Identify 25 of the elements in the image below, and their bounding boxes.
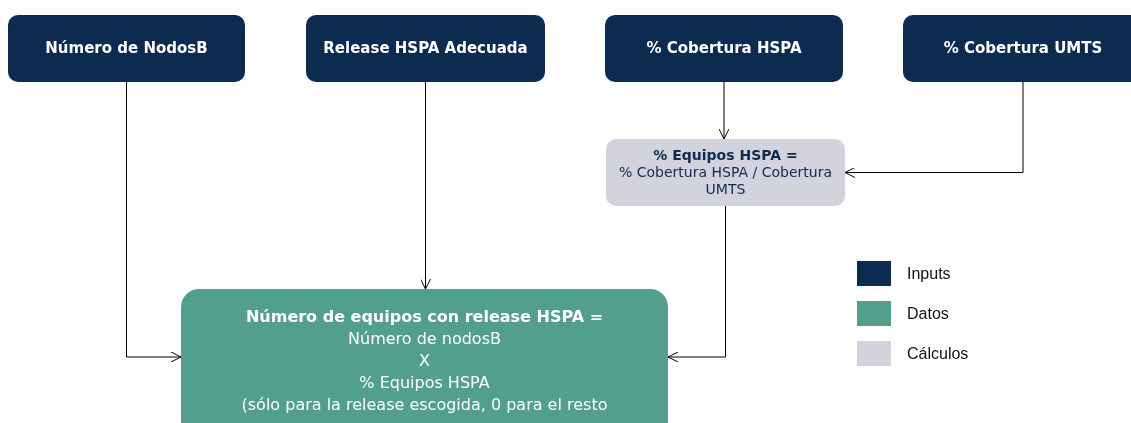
box-title: Número de equipos con release HSPA = <box>245 306 604 328</box>
calculation-box <box>606 139 845 206</box>
input-box <box>306 15 545 82</box>
input-box <box>903 15 1131 82</box>
input-box <box>605 15 843 82</box>
arrow <box>667 205 726 363</box>
box-title: % Cobertura UMTS <box>943 39 1103 58</box>
arrow <box>126 81 182 363</box>
arrow <box>844 81 1024 178</box>
input-box <box>8 15 245 82</box>
box-title: % Equipos HSPA = <box>653 147 798 164</box>
legend-label: Cálculos <box>907 343 969 364</box>
box-text: X <box>419 350 430 372</box>
box-title: Release HSPA Adecuada <box>323 39 528 58</box>
legend-label: Inputs <box>907 263 951 284</box>
box-text: % Equipos HSPA <box>359 372 490 394</box>
box-title: % Cobertura HSPA <box>646 39 802 58</box>
box-title: Número de NodosB <box>45 39 208 58</box>
box-text: Número de nodosB <box>348 328 501 350</box>
box-text: (sólo para la release escogida, 0 para el resto <box>241 394 608 416</box>
arrow <box>718 81 730 140</box>
box-text: % Cobertura HSPA / Cobertura UMTS <box>618 164 833 198</box>
legend-label: Datos <box>907 303 949 324</box>
arrow <box>420 81 431 290</box>
data-box <box>181 289 668 423</box>
